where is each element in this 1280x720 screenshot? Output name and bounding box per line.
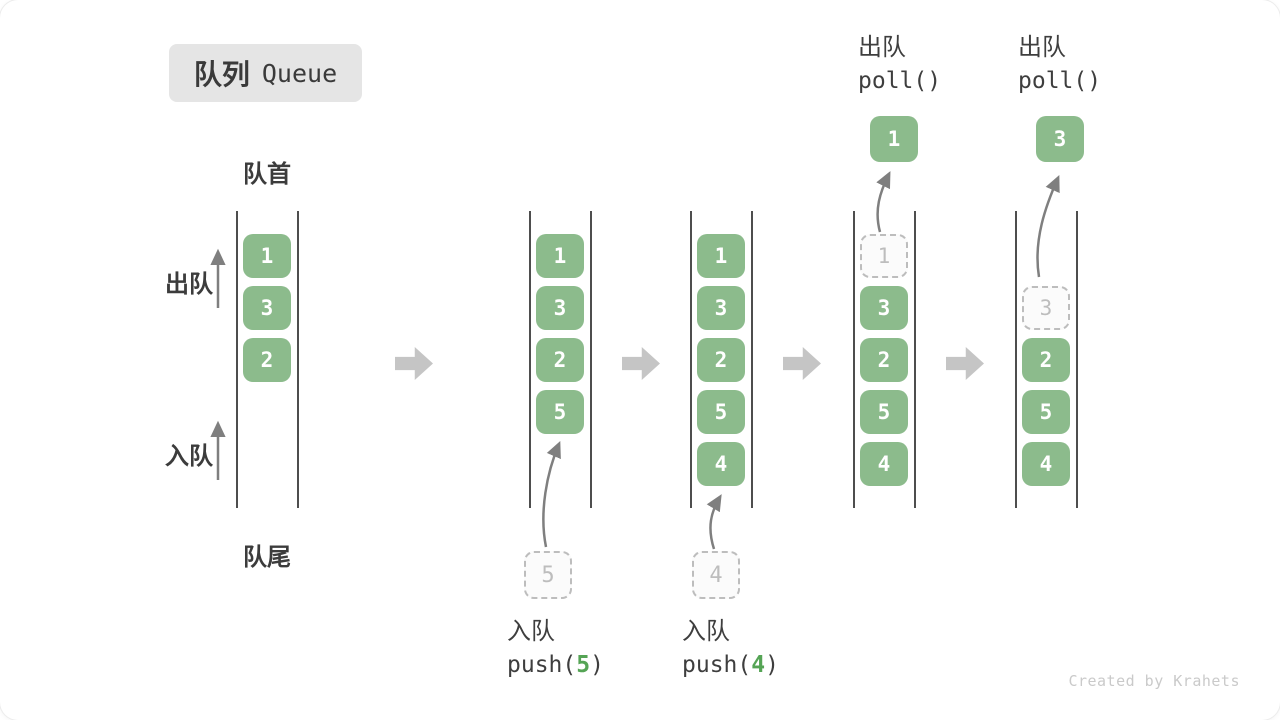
queue-state-1 <box>236 211 299 508</box>
queue-slot-removed: 3 <box>1022 286 1070 330</box>
title-en: Queue <box>261 58 338 88</box>
watermark: Created by Krahets <box>1068 672 1240 690</box>
op-poll-1-label: 出队 <box>858 34 906 61</box>
op-push-4-label: 入队 <box>682 618 730 645</box>
queue-slot: 2 <box>697 338 745 382</box>
queue-state-5 <box>1015 211 1078 508</box>
code-text: push( <box>507 652 577 678</box>
code-arg: 4 <box>751 652 766 678</box>
step-arrow-icon <box>783 347 821 380</box>
queue-slot-removed: 1 <box>860 234 908 278</box>
queue-slot: 3 <box>243 286 291 330</box>
step-arrow-icon <box>395 347 433 380</box>
queue-slot: 5 <box>1022 390 1070 434</box>
dequeued-element-3: 3 <box>1036 116 1084 162</box>
op-push-5: 入队 push(5) <box>507 616 604 682</box>
queue-state-3 <box>690 211 753 508</box>
op-poll-3-label: 出队 <box>1018 34 1066 61</box>
label-queue-front: 队首 <box>243 161 291 188</box>
op-poll-3: 出队 poll() <box>1018 32 1101 98</box>
queue-slot: 3 <box>860 286 908 330</box>
queue-slot: 5 <box>536 390 584 434</box>
op-poll-1-code: poll() <box>858 68 942 94</box>
title-zh: 队列 <box>193 59 250 90</box>
queue-slot: 3 <box>697 286 745 330</box>
queue-slot: 1 <box>243 234 291 278</box>
code-text: ) <box>590 652 604 678</box>
queue-slot: 5 <box>860 390 908 434</box>
queue-slot: 4 <box>860 442 908 486</box>
label-queue-rear: 队尾 <box>243 544 291 571</box>
code-text: push( <box>682 652 752 678</box>
step-arrow-icon <box>622 347 660 380</box>
queue-slot: 1 <box>536 234 584 278</box>
queue-slot: 2 <box>243 338 291 382</box>
op-poll-1: 出队 poll() <box>858 32 941 98</box>
staged-element-4: 4 <box>692 551 740 599</box>
queue-slot: 1 <box>697 234 745 278</box>
op-push-4: 入队 push(4) <box>682 616 779 682</box>
op-push-5-label: 入队 <box>507 618 555 645</box>
queue-state-4 <box>853 211 916 508</box>
label-enqueue: 入队 <box>165 443 213 470</box>
queue-slot: 2 <box>860 338 908 382</box>
queue-slot: 2 <box>536 338 584 382</box>
dequeued-element-1: 1 <box>870 116 918 162</box>
queue-slot: 3 <box>536 286 584 330</box>
step-arrow-icon <box>946 347 984 380</box>
code-arg: 5 <box>576 652 591 678</box>
queue-slot: 2 <box>1022 338 1070 382</box>
staged-element-5: 5 <box>524 551 572 599</box>
queue-slot: 4 <box>697 442 745 486</box>
op-push-4-code: push(4) <box>682 648 779 682</box>
queue-state-2 <box>529 211 592 508</box>
code-text: ) <box>765 652 779 678</box>
queue-slot: 4 <box>1022 442 1070 486</box>
label-dequeue: 出队 <box>165 271 213 298</box>
queue-slot: 5 <box>697 390 745 434</box>
title-badge: 队列 Queue <box>169 44 362 102</box>
op-push-5-code: push(5) <box>507 648 604 682</box>
op-poll-3-code: poll() <box>1018 68 1102 94</box>
